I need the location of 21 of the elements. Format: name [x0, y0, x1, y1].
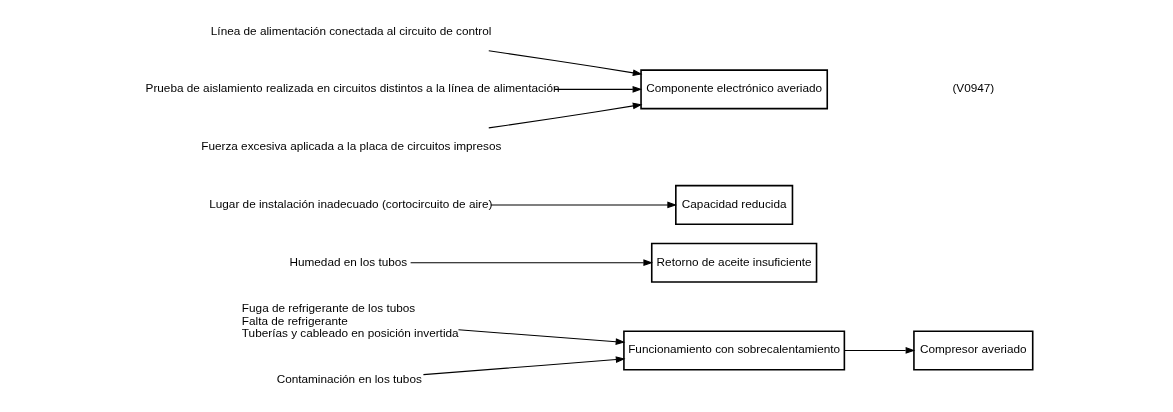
- arrow: [843, 347, 915, 354]
- arrow: [409, 259, 653, 267]
- arrow: [487, 102, 642, 129]
- node-box: Retorno de aceite insuficiente: [650, 242, 817, 283]
- arrow: [457, 329, 625, 345]
- node-text: Lugar de instalación inadecuado (cortocircuito de aire): [208, 196, 492, 210]
- arrow: [422, 356, 625, 376]
- node-box: Componente electrónico averiado: [639, 69, 828, 110]
- node-text: Fuerza excesiva aplicada a la placa de circuitos impresos: [200, 139, 501, 153]
- node-text: Prueba de aislamiento realizada en circuitos distintos a la línea de alimentación: [145, 81, 560, 95]
- node-text: Contaminación en los tubos: [276, 372, 422, 386]
- node-box: Capacidad reducida: [674, 184, 793, 225]
- label: (V0947): [951, 81, 994, 95]
- arrow: [489, 201, 677, 209]
- node-box: Compresor averiado: [912, 330, 1034, 371]
- arrow: [553, 85, 642, 93]
- node-text: Fuga de refrigerante de los tubos Falta de refrigerante Tuberías y cableado en posición invertida: [241, 300, 459, 340]
- node-text: Humedad en los tubos: [289, 254, 407, 268]
- node-box: Funcionamiento con sobrecalentamiento: [622, 330, 845, 371]
- arrow: [487, 50, 642, 77]
- node-text: Línea de alimentación conectada al circuito de control: [210, 23, 491, 37]
